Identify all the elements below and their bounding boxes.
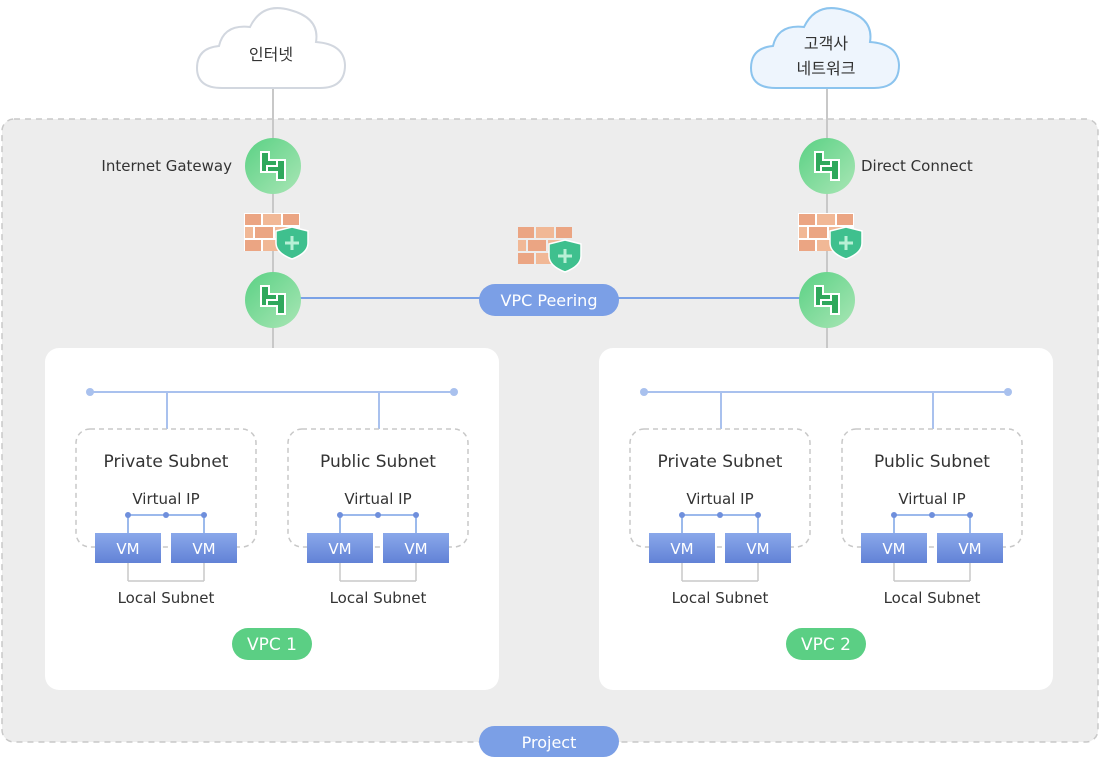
firewall-icon-right	[798, 213, 863, 260]
customer-network-cloud: 고객사 네트워크	[749, 7, 901, 89]
vm-box	[861, 533, 927, 563]
vpc1-public-subnet: Public Subnet Virtual IP VM VM Local Sub…	[287, 428, 469, 607]
vpc-peering-pill: VPC Peering	[479, 284, 619, 316]
vm-box	[937, 533, 1003, 563]
customer-cloud-label-line1: 고객사	[804, 34, 848, 53]
virtual-ip-label: Virtual IP	[344, 490, 411, 508]
project-label: Project	[522, 733, 577, 752]
vm-box	[383, 533, 449, 563]
direct-connect-label: Direct Connect	[861, 157, 973, 175]
vpc2-badge: VPC 2	[786, 628, 866, 660]
vpc1-label: VPC 1	[247, 635, 297, 655]
subnet-title: Public Subnet	[874, 452, 990, 472]
vpc1-box: Private Subnet Virtual IP VM VM Local Su…	[45, 348, 499, 690]
vpc1-private-subnet: Private Subnet Virtual IP VM VM Local Su…	[75, 428, 257, 607]
subnet-title: Private Subnet	[658, 452, 783, 472]
vpc2-label: VPC 2	[801, 635, 851, 655]
local-subnet-label: Local Subnet	[330, 589, 427, 607]
customer-cloud-label-line2: 네트워크	[797, 59, 856, 78]
firewall-icon-center	[517, 226, 582, 273]
vm-box	[171, 533, 237, 563]
firewall-icon-left	[244, 213, 309, 260]
vpc2-box: Private Subnet Virtual IP VM VM Local Su…	[599, 348, 1053, 690]
vm-label: VM	[328, 540, 351, 558]
vpc1-badge: VPC 1	[232, 628, 312, 660]
virtual-ip-label: Virtual IP	[132, 490, 199, 508]
vm-label: VM	[746, 540, 769, 558]
vpc1-router-icon	[245, 272, 301, 328]
subnet-title: Public Subnet	[320, 452, 436, 472]
internet-cloud: 인터넷	[195, 7, 347, 89]
direct-connect-icon	[799, 138, 855, 194]
virtual-ip-label: Virtual IP	[898, 490, 965, 508]
internet-gateway-label: Internet Gateway	[101, 157, 232, 175]
vpc-peering-label: VPC Peering	[501, 291, 598, 310]
vm-label: VM	[958, 540, 981, 558]
internet-cloud-label: 인터넷	[249, 45, 293, 64]
vm-label: VM	[116, 540, 139, 558]
vm-box	[649, 533, 715, 563]
vm-label: VM	[670, 540, 693, 558]
internet-gateway-icon	[245, 138, 301, 194]
vm-box	[307, 533, 373, 563]
vpc2-public-subnet: Public Subnet Virtual IP VM VM Local Sub…	[841, 428, 1023, 607]
local-subnet-label: Local Subnet	[884, 589, 981, 607]
vm-box	[95, 533, 161, 563]
vpc2-router-icon	[799, 272, 855, 328]
local-subnet-label: Local Subnet	[672, 589, 769, 607]
project-pill: Project	[479, 726, 619, 757]
virtual-ip-label: Virtual IP	[686, 490, 753, 508]
vm-box	[725, 533, 791, 563]
vm-label: VM	[192, 540, 215, 558]
vpc2-private-subnet: Private Subnet Virtual IP VM VM Local Su…	[629, 428, 811, 607]
vm-label: VM	[404, 540, 427, 558]
vm-label: VM	[882, 540, 905, 558]
subnet-title: Private Subnet	[104, 452, 229, 472]
local-subnet-label: Local Subnet	[118, 589, 215, 607]
